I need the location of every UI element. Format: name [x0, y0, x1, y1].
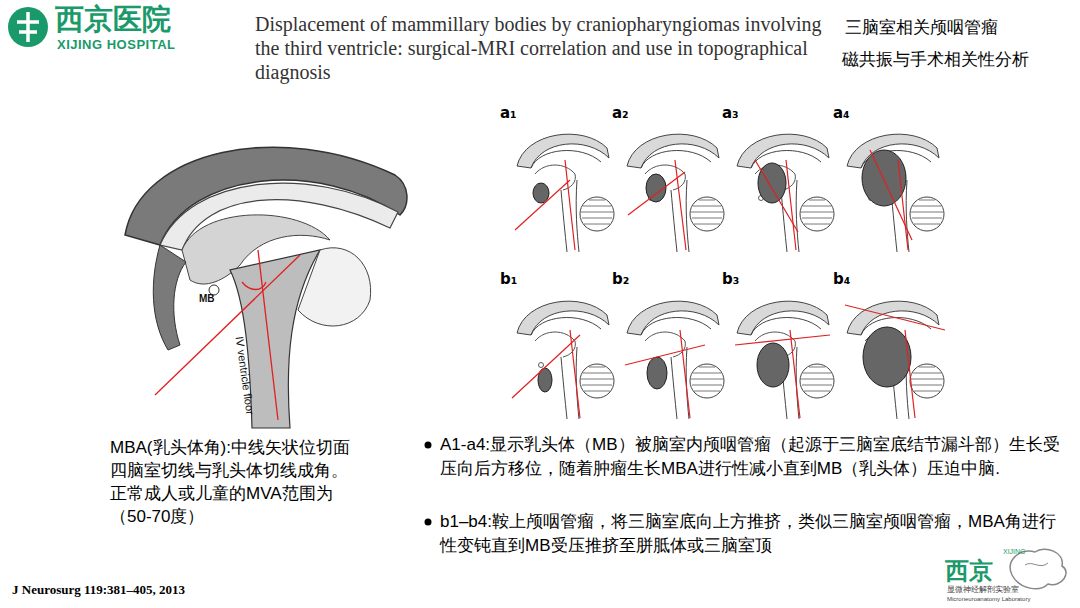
lab-logo-text: Microneuroanatomy Laboratory — [947, 596, 1030, 603]
chinese-heading: 三脑室相关颅咽管瘤 — [845, 18, 998, 38]
tangent-line — [258, 250, 278, 420]
hospital-name-en: XIJING HOSPITAL — [57, 37, 176, 53]
reference: J Neurosurg 119:381–405, 2013 — [12, 582, 185, 598]
structure-label: MB — [199, 293, 215, 305]
panel-row-a — [515, 134, 944, 252]
sagittal-brain — [125, 147, 407, 428]
bullet-dot — [425, 518, 432, 525]
chinese-heading: 磁共振与手术相关性分析 — [842, 50, 1029, 70]
bullet-text: A1-a4:显示乳头体（MB）被脑室内颅咽管瘤（起源于三脑室底结节漏斗部）生长受… — [440, 433, 1068, 481]
panel-label: b₁ — [500, 270, 517, 288]
slide-title: Displacement of mammillary bodies by cra… — [255, 12, 840, 84]
panel-row-b — [512, 301, 945, 419]
hospital-emblem — [8, 7, 48, 47]
panel-label: a₁ — [500, 104, 517, 122]
lab-logo-text: 显微神经解剖实验室 — [947, 585, 1019, 595]
panel-label: b₂ — [612, 270, 629, 288]
lab-logo-text: XIJING — [1003, 548, 1026, 556]
panel-label: a₄ — [833, 104, 850, 122]
angle-arc — [242, 282, 266, 290]
panel-label: b₃ — [722, 270, 739, 288]
panel-label: b₄ — [833, 270, 850, 288]
lab-logo-text: 西京 — [945, 557, 993, 586]
tangent-line — [155, 255, 300, 395]
bullet-text: b1–b4:鞍上颅咽管瘤，将三脑室底向上方推挤，类似三脑室颅咽管瘤，MBA角进行… — [440, 510, 1068, 558]
bullet-dot — [425, 441, 432, 448]
panel-label: a₂ — [612, 104, 629, 122]
panel-label: a₃ — [722, 104, 739, 122]
lab-logo-icon — [1010, 549, 1066, 588]
definition-note: MBA(乳头体角):中线矢状位切面四脑室切线与乳头体切线成角。正常成人或儿童的M… — [110, 437, 350, 529]
hospital-name: 西京医院 — [55, 2, 171, 37]
